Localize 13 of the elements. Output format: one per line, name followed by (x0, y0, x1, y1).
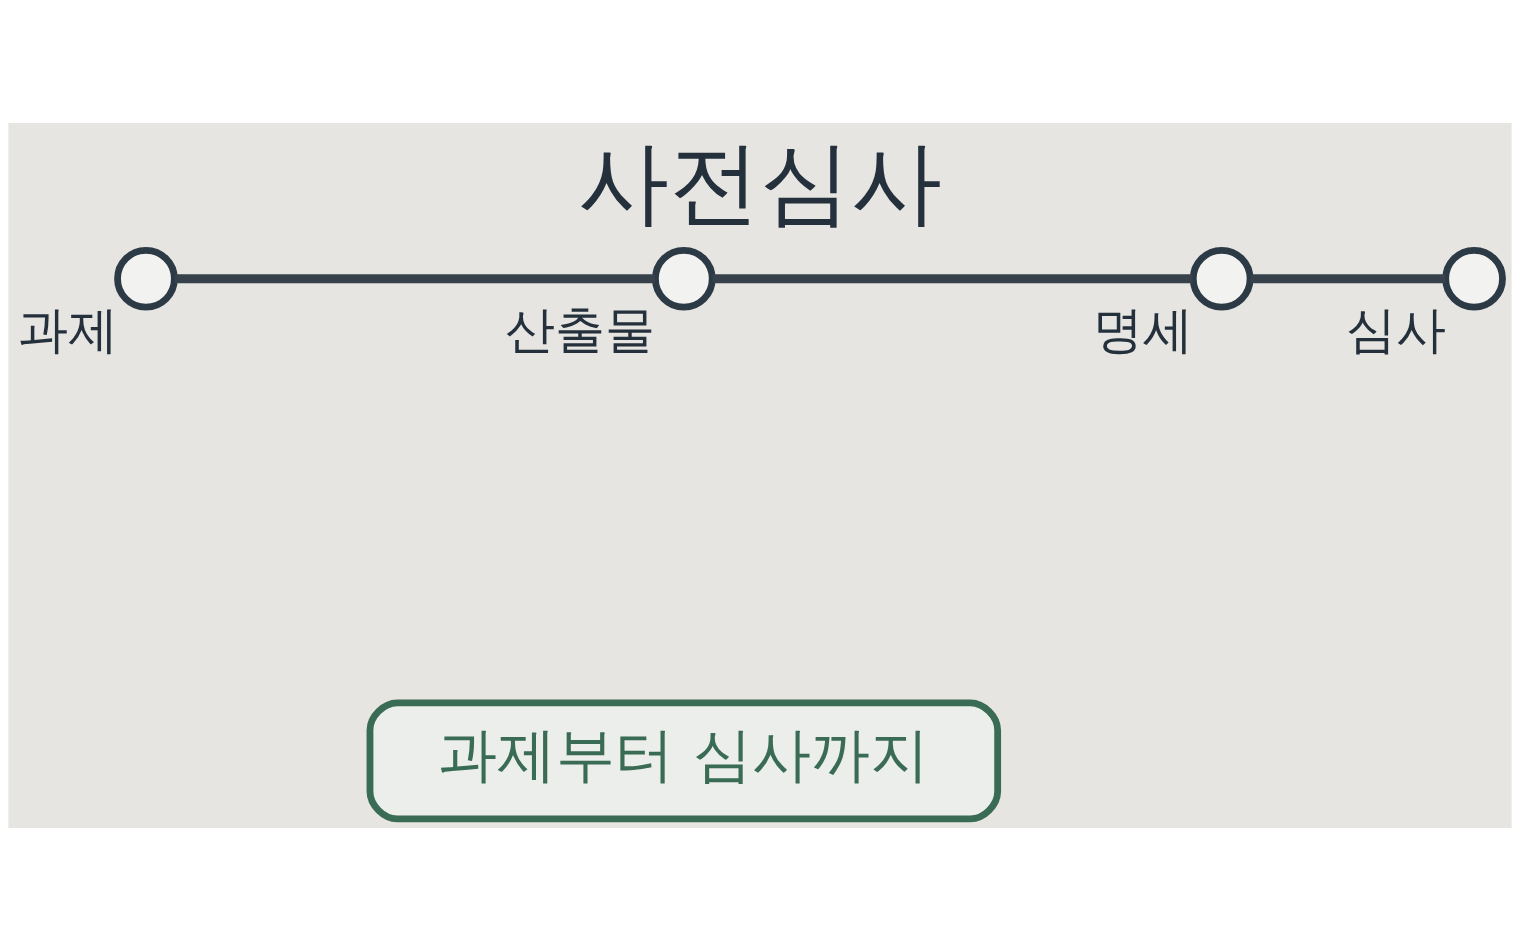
connector (174, 273, 655, 283)
node-label: 명세 (1093, 300, 1194, 359)
node-label: 산출물 (505, 300, 656, 359)
node-circle (1189, 246, 1254, 311)
node-circle (652, 246, 716, 311)
node-circle (114, 246, 178, 311)
node-circle (1442, 246, 1506, 311)
node-label: 과제 (17, 300, 118, 359)
node-box: 과제부터 심사까지 (366, 699, 1002, 822)
diagram-title: 사전심사 (578, 129, 942, 235)
connector (712, 273, 1193, 283)
connector (1250, 273, 1446, 283)
node-label: 심사 (1345, 300, 1446, 359)
